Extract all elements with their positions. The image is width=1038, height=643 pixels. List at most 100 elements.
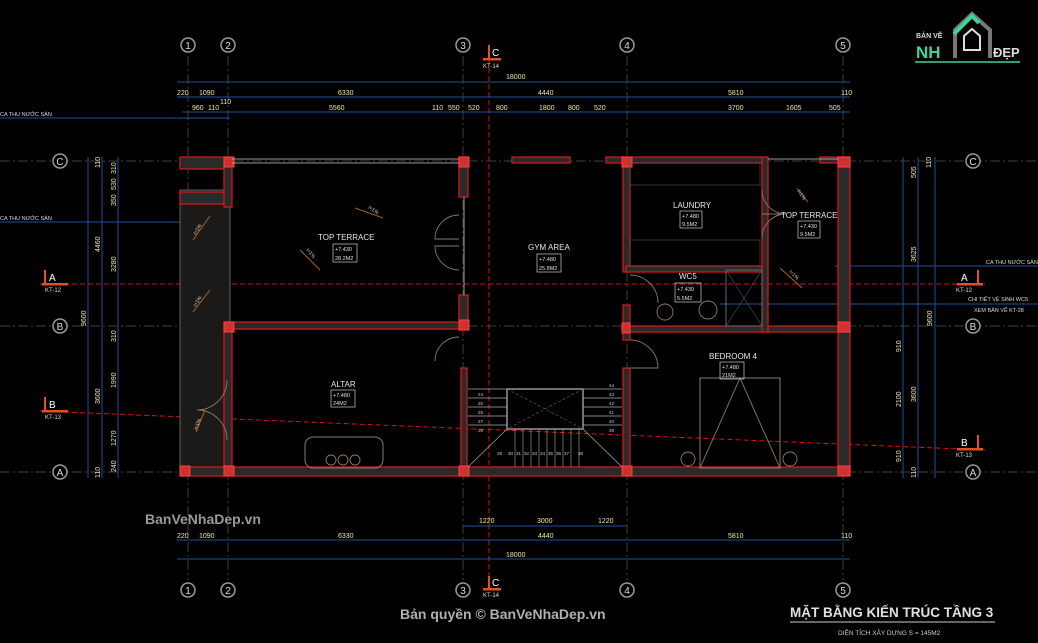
room-name: TOP TERRACE xyxy=(781,211,837,220)
room-level: +7.480 xyxy=(722,365,739,371)
wc-detail-note: XEM BẢN VẼ KT-28 xyxy=(974,307,1024,314)
stair-number: 42 xyxy=(609,401,615,406)
slope-label: i=1% xyxy=(304,247,316,260)
stair-number: 34 xyxy=(540,451,546,456)
section-letter: B xyxy=(49,400,56,411)
grid-bubble-2: 2 xyxy=(225,41,231,52)
stair-number: 43 xyxy=(609,392,615,397)
slope-label: i=1% xyxy=(795,189,807,202)
column xyxy=(621,322,631,334)
dim-text: 110 xyxy=(95,157,102,168)
dim-text: 310 xyxy=(111,330,118,342)
grid-bubble-a: A xyxy=(970,468,977,479)
dim-text: 1220 xyxy=(598,518,614,525)
slope-label: i=1% xyxy=(788,269,801,282)
dim-text: 6330 xyxy=(338,533,354,540)
room-area: 21M2 xyxy=(722,373,736,379)
wc-detail-note: CHI TIẾT VỆ SINH WC5 xyxy=(968,295,1028,303)
grid-bubble-3: 3 xyxy=(460,41,466,52)
stair-number: 36 xyxy=(556,451,562,456)
column xyxy=(223,321,235,333)
appliance xyxy=(680,451,696,467)
grid-bubble-b: B xyxy=(970,322,977,333)
column xyxy=(837,465,851,477)
slope-label: i=1% xyxy=(193,223,204,236)
grid-bubbles: 1 2 3 4 5 1 2 3 4 5 C B A C B A xyxy=(52,37,981,598)
dim-text: 220 xyxy=(177,90,189,97)
wall xyxy=(622,156,631,273)
column xyxy=(621,465,633,477)
wall xyxy=(179,156,231,170)
dim-text: 5810 xyxy=(728,533,744,540)
room-area: 5.5M2 xyxy=(677,296,692,302)
dim-text: 4460 xyxy=(95,236,102,252)
room-name: LAUNDRY xyxy=(673,201,712,210)
dim-text: 1090 xyxy=(199,533,215,540)
wall xyxy=(837,331,851,473)
dim-text: 3600 xyxy=(911,386,918,402)
room-level: +7.430 xyxy=(335,247,352,253)
dim-text: 910 xyxy=(896,340,903,352)
room-level: +7.480 xyxy=(333,393,350,399)
dim-text: 3700 xyxy=(728,105,744,112)
copyright-text: Bản quyền © BanVeNhaDep.vn xyxy=(400,606,606,622)
dim-text: 110 xyxy=(926,157,933,168)
slope-label: i=1% xyxy=(193,418,203,431)
wall xyxy=(223,321,233,473)
stair-numbers-bottom: 29 30 31 32 33 34 35 36 37 38 xyxy=(497,451,584,456)
room-area: 9.5M2 xyxy=(800,232,815,238)
room-wc5: WC5 +7.430 5.5M2 xyxy=(674,272,702,303)
wall xyxy=(460,367,468,473)
logo-text: NH xyxy=(916,43,941,62)
grid-bubble-4: 4 xyxy=(624,41,630,52)
dim-text: 3600 xyxy=(95,388,102,404)
washbasin xyxy=(698,300,718,320)
section-marker-a-left: A KT-12 xyxy=(42,270,68,294)
grid-lines xyxy=(0,56,1038,580)
column xyxy=(179,465,191,477)
column xyxy=(837,156,851,168)
stair-number: 29 xyxy=(497,451,503,456)
section-ref: KT-12 xyxy=(45,288,62,294)
dimension-lines xyxy=(0,81,1038,560)
logo-text: ĐẸP xyxy=(993,45,1020,60)
dimension-texts: 18000 220 1090 6330 4440 5810 110 960 11… xyxy=(81,74,934,559)
room-level: +7.430 xyxy=(800,224,817,230)
column xyxy=(223,465,235,477)
shower xyxy=(725,269,763,327)
watermark-text: BanVeNhaDep.vn xyxy=(145,511,261,527)
stair-number: 38 xyxy=(578,451,584,456)
stair-number: 26 xyxy=(478,410,484,415)
dim-text: 6330 xyxy=(338,90,354,97)
stair-number: 40 xyxy=(609,419,615,424)
room-area: 9.5M2 xyxy=(682,222,697,228)
altar-item xyxy=(337,454,349,466)
dim-text: 4440 xyxy=(538,90,554,97)
floor-drain-note: CA THU NƯỚC SÀN xyxy=(986,259,1038,266)
stair-numbers-right: 44 43 42 41 40 39 xyxy=(609,383,615,433)
dim-total-top: 18000 xyxy=(506,74,526,81)
section-letter: C xyxy=(492,578,499,589)
dim-text: 960 xyxy=(192,105,204,112)
stair-number: 41 xyxy=(609,410,615,415)
toilet xyxy=(656,303,674,321)
dim-text: 3000 xyxy=(537,518,553,525)
bed xyxy=(699,377,781,469)
wall xyxy=(629,325,841,333)
section-letter: C xyxy=(492,48,499,59)
dim-text: 550 xyxy=(448,105,460,112)
stair-number: 39 xyxy=(609,428,615,433)
floor-drain-note: CA THU NƯỚC SÀN xyxy=(0,111,52,118)
drawing-subtitle: DIỆN TÍCH XÂY DỰNG S = 145M2 xyxy=(838,628,941,637)
wall xyxy=(837,156,851,333)
slope-label: i=1% xyxy=(193,295,204,308)
column xyxy=(621,156,633,168)
dim-text: 3280 xyxy=(111,256,118,272)
room-area: 24M2 xyxy=(333,401,347,407)
column xyxy=(837,321,851,333)
dim-text: 520 xyxy=(594,105,606,112)
room-laundry: LAUNDRY +7.480 9.5M2 xyxy=(673,201,712,229)
stair-number: 28 xyxy=(478,428,484,433)
room-bedroom-4: BEDROOM 4 +7.480 21M2 xyxy=(709,352,758,380)
laundry-shelf xyxy=(629,239,761,267)
